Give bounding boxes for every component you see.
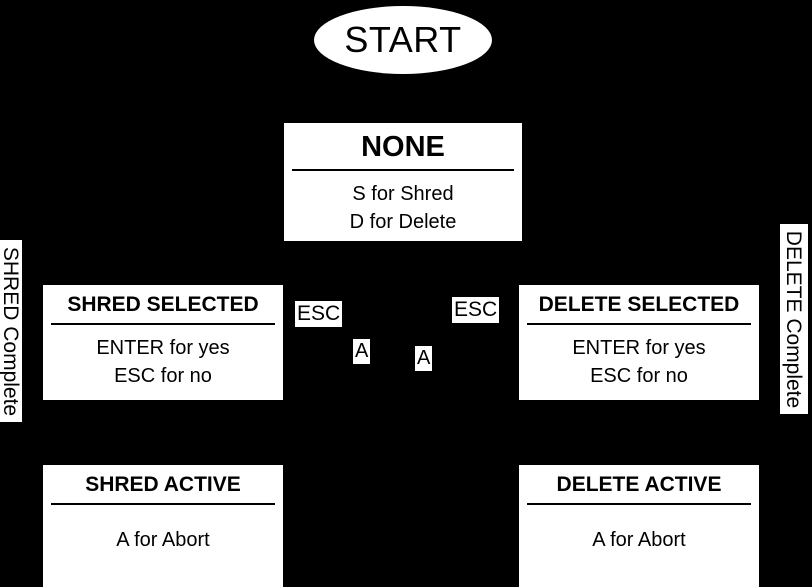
connector-delete-selected-to-delete-active xyxy=(638,400,640,465)
state-body-none: S for Shred D for Delete xyxy=(284,171,522,241)
state-title-delete-active: DELETE ACTIVE xyxy=(527,465,751,505)
state-title-shred-selected: SHRED SELECTED xyxy=(51,285,275,325)
state-node-shred-active[interactable]: SHRED ACTIVE A for Abort xyxy=(43,465,283,587)
state-node-none[interactable]: NONE S for Shred D for Delete xyxy=(284,123,522,241)
transition-label-delete-complete: DELETE Complete xyxy=(780,224,808,414)
connector-none-to-shred-selected xyxy=(163,241,165,285)
transition-label-esc-left: ESC xyxy=(295,301,343,327)
state-line: ESC for no xyxy=(590,364,688,387)
state-title-delete-selected: DELETE SELECTED xyxy=(527,285,751,325)
start-node[interactable]: START xyxy=(314,6,492,74)
transition-label-a-right: A xyxy=(415,346,433,371)
state-body-delete-selected: ENTER for yes ESC for no xyxy=(519,325,759,400)
state-line: A for Abort xyxy=(592,529,686,551)
state-body-shred-active: A for Abort xyxy=(43,505,283,587)
state-node-shred-selected[interactable]: SHRED SELECTED ENTER for yes ESC for no xyxy=(43,285,283,400)
transition-label-shred-complete: SHRED Complete xyxy=(0,240,23,422)
start-node-label: START xyxy=(344,19,462,60)
transition-label-esc-right: ESC xyxy=(452,297,500,323)
state-line: ESC for no xyxy=(114,364,212,387)
connector-start-to-none xyxy=(402,74,404,123)
state-body-delete-active: A for Abort xyxy=(519,505,759,587)
state-line: D for Delete xyxy=(349,210,457,233)
transition-label-a-left: A xyxy=(353,339,371,364)
state-body-shred-selected: ENTER for yes ESC for no xyxy=(43,325,283,400)
state-title-shred-active: SHRED ACTIVE xyxy=(51,465,275,505)
transition-label-shred-complete-text: SHRED Complete xyxy=(0,246,23,416)
state-line: A for Abort xyxy=(116,529,210,551)
state-line: ENTER for yes xyxy=(96,337,230,359)
state-line: ENTER for yes xyxy=(572,337,706,359)
connector-shred-selected-to-shred-active xyxy=(163,400,165,465)
state-node-delete-selected[interactable]: DELETE SELECTED ENTER for yes ESC for no xyxy=(519,285,759,400)
state-node-delete-active[interactable]: DELETE ACTIVE A for Abort xyxy=(519,465,759,587)
state-line: S for Shred xyxy=(352,183,454,205)
state-title-none: NONE xyxy=(292,123,514,171)
connector-none-to-delete-selected xyxy=(638,241,640,285)
transition-label-delete-complete-text: DELETE Complete xyxy=(782,230,806,408)
